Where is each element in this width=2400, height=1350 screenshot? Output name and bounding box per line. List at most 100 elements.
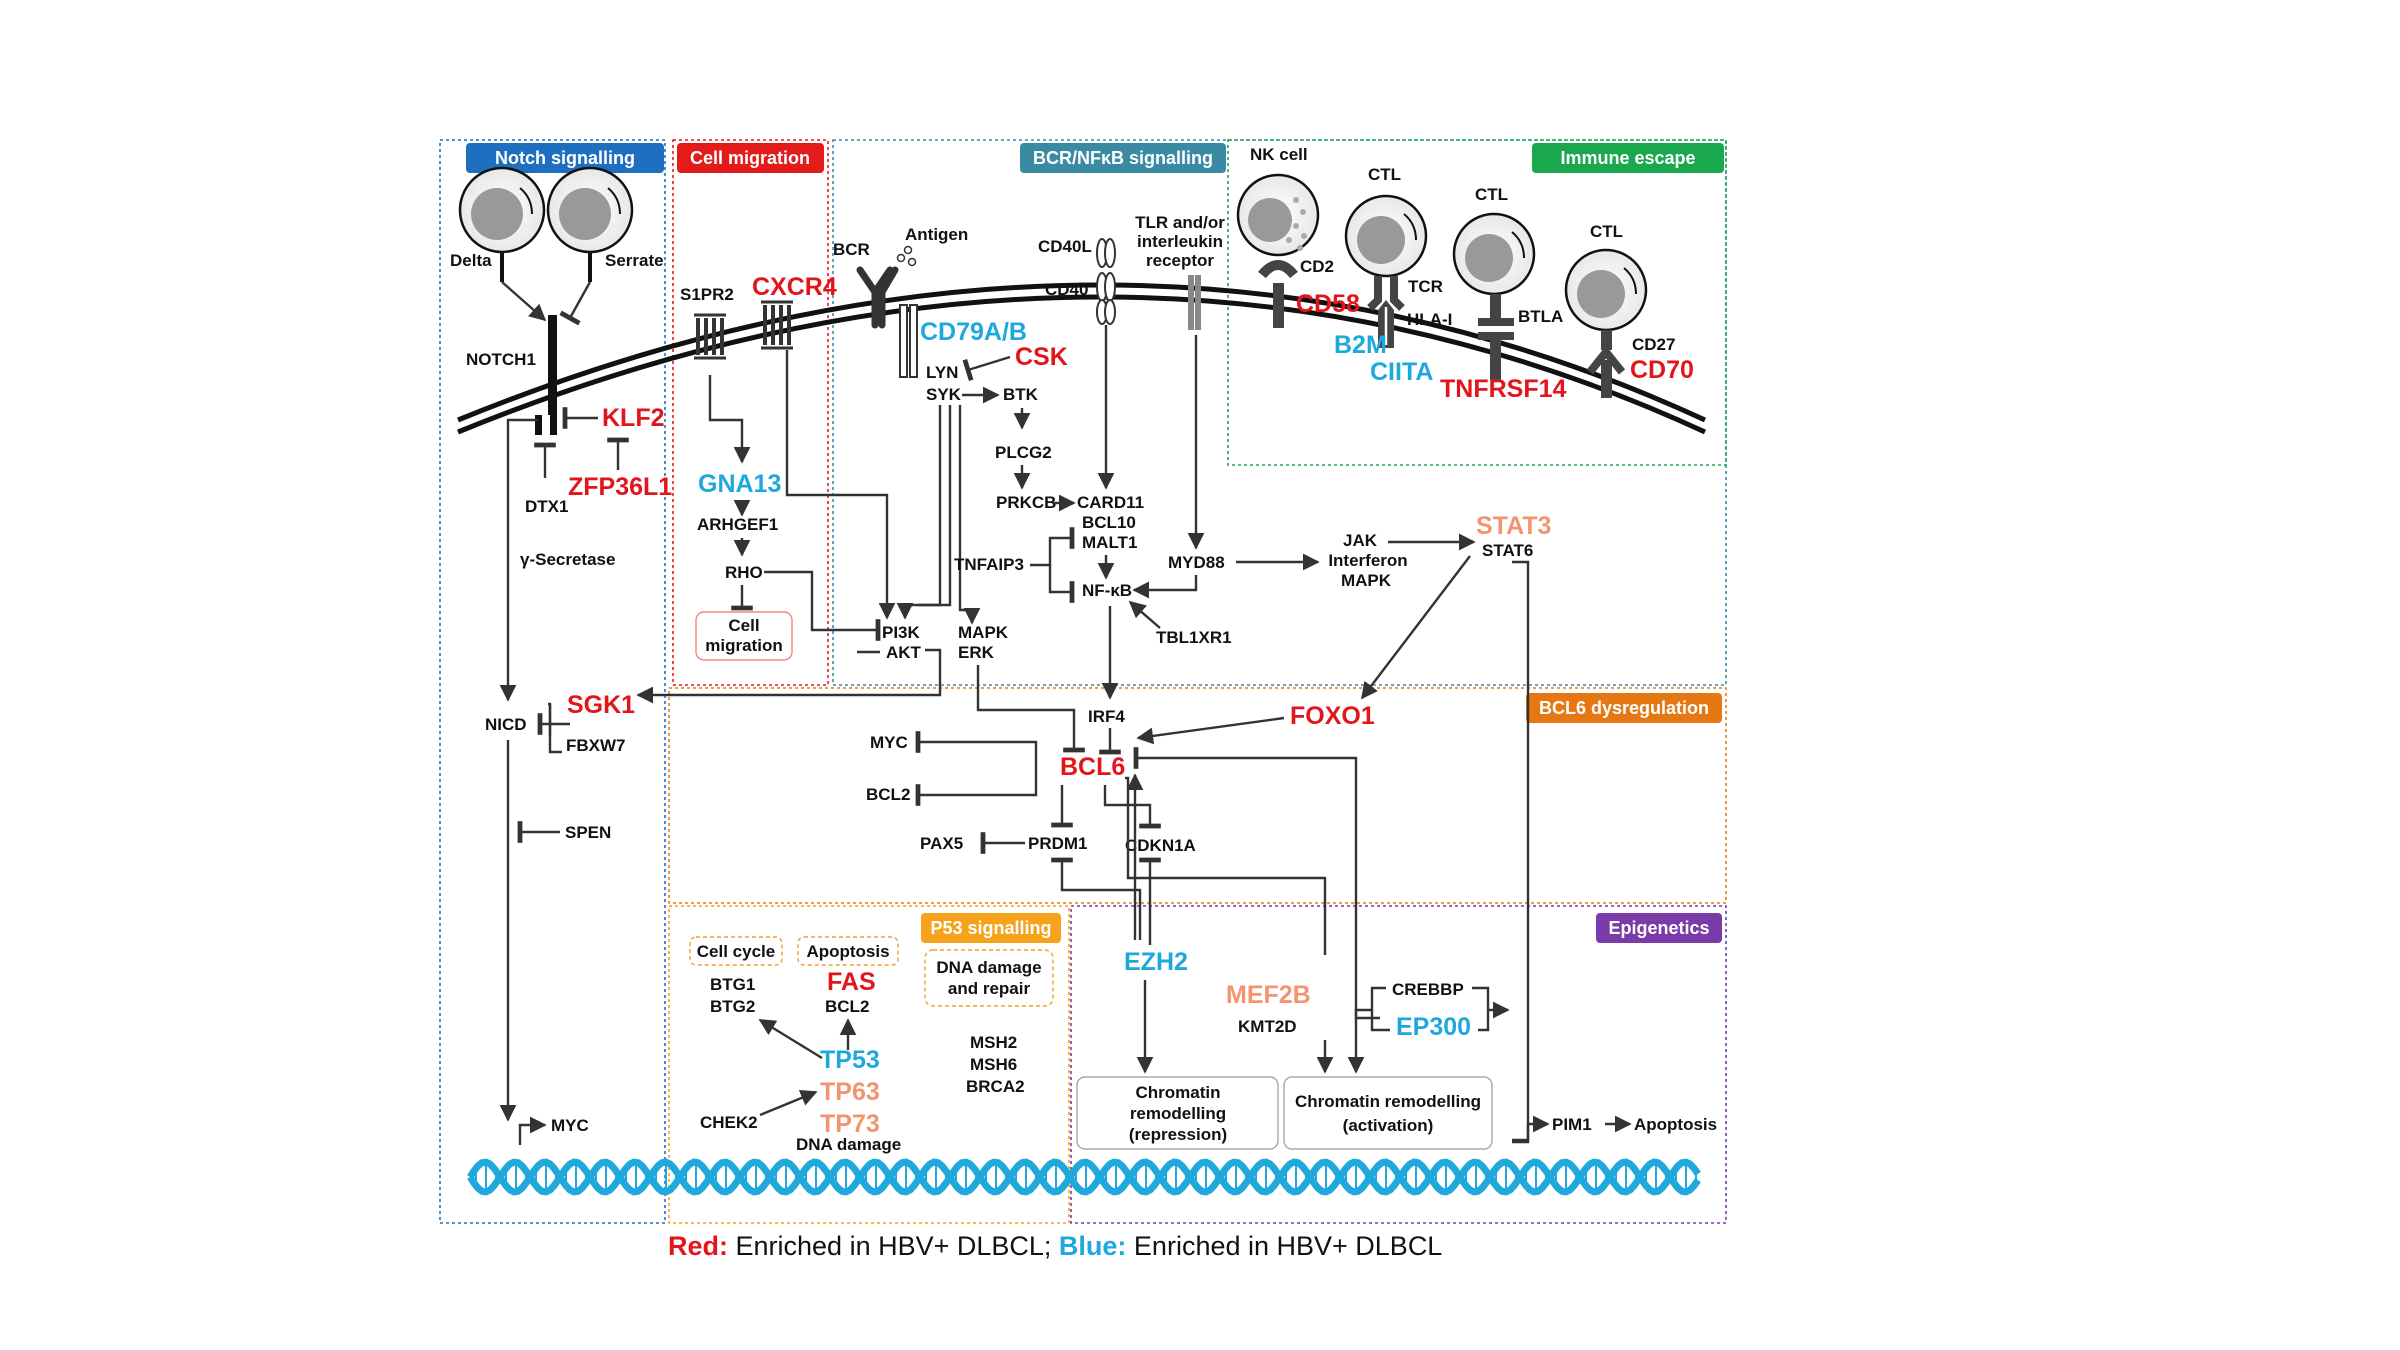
section-borders (439, 139, 1727, 1224)
pi3k-label: PI3K (882, 623, 921, 642)
foxo1-gene: FOXO1 (1290, 702, 1375, 730)
csk-gene: CSK (1015, 343, 1068, 371)
cd79-receptor (899, 304, 908, 378)
mapk2-label: MAPK (1341, 571, 1392, 590)
dna-repair-label-1: DNA damage (936, 958, 1041, 977)
tp53-gene: TP53 (820, 1046, 880, 1074)
serrate-label: Serrate (605, 251, 664, 270)
cell-migration-box-l2: migration (705, 636, 782, 655)
cell-migration-box (695, 611, 793, 661)
chromatin-act-l1: Chromatin remodelling (1295, 1092, 1481, 1111)
cd70-gene: CD70 (1630, 356, 1694, 384)
legend-red-text: Enriched in HBV+ DLBCL; (728, 1231, 1059, 1261)
notch1-receptor (548, 315, 557, 415)
rho-label: RHO (725, 563, 763, 582)
btg2-label: BTG2 (710, 997, 755, 1016)
dna-helix (467, 1158, 1701, 1196)
malt1-label: MALT1 (1082, 533, 1137, 552)
msh6-label: MSH6 (970, 1055, 1017, 1074)
apoptosis-box-label: Apoptosis (806, 942, 889, 961)
bcr-label: BCR (833, 240, 870, 259)
interferon-label: Interferon (1328, 551, 1407, 570)
bcl2-p53-label: BCL2 (825, 997, 869, 1016)
b2m-gene: B2M (1334, 331, 1387, 359)
tp73-gene: TP73 (820, 1110, 880, 1138)
nfkb-label: NF-κB (1082, 581, 1132, 600)
prdm1-label: PRDM1 (1028, 834, 1088, 853)
btk-label: BTK (1003, 385, 1039, 404)
legend: Red: Enriched in HBV+ DLBCL; Blue: Enric… (668, 1231, 1442, 1261)
notch-header: Notch signalling (495, 148, 635, 168)
fbxw7-label: FBXW7 (566, 736, 626, 755)
antigen-label: Antigen (905, 225, 968, 244)
brca2-label: BRCA2 (966, 1077, 1025, 1096)
btg1-label: BTG1 (710, 975, 755, 994)
gna13-gene: GNA13 (698, 470, 781, 498)
btla-label: BTLA (1518, 307, 1563, 326)
s1pr2-receptor (696, 318, 724, 355)
cdkn1a-label: CDKN1A (1125, 836, 1196, 855)
stat6-label: STAT6 (1482, 541, 1533, 560)
myc-notch-label: MYC (551, 1116, 589, 1135)
p53-content: Cell cycle Apoptosis DNA damage and repa… (689, 936, 1054, 1154)
delta-label: Delta (450, 251, 492, 270)
dtx1-label: DTX1 (525, 497, 568, 516)
spen-label: SPEN (565, 823, 611, 842)
section-headers: Notch signalling Cell migration BCR/NFκB… (466, 143, 1724, 943)
tbl1xr1-label: TBL1XR1 (1156, 628, 1232, 647)
sgk1-gene: SGK1 (567, 691, 635, 719)
cd79ab-gene: CD79A/B (920, 318, 1027, 346)
akt-label: AKT (886, 643, 922, 662)
tlr-label-1: TLR and/or (1135, 213, 1225, 232)
cell-cycle-box (689, 936, 783, 966)
tcr-label: TCR (1408, 277, 1443, 296)
legend-blue-text: Enriched in HBV+ DLBCL (1126, 1231, 1442, 1261)
tnfaip3-label: TNFAIP3 (954, 555, 1024, 574)
chromatin-rep-l3: (repression) (1129, 1125, 1227, 1144)
nk-cell-label: NK cell (1250, 145, 1308, 164)
apoptosis-box (797, 936, 899, 966)
bcr-content: BCR Antigen CD79A/B CSK LYN SYK BTK PLCG… (636, 213, 1551, 1142)
cxcr4-gene: CXCR4 (752, 273, 837, 301)
chek2-label: CHEK2 (700, 1113, 758, 1132)
legend-red-key: Red: (668, 1231, 728, 1261)
migration-header: Cell migration (690, 148, 810, 168)
myc-label: MYC (870, 733, 908, 752)
dna-repair-label-2: and repair (948, 979, 1031, 998)
fas-gene: FAS (827, 968, 876, 996)
chromatin-rep-l1: Chromatin (1136, 1083, 1221, 1102)
cd40l-label: CD40L (1038, 237, 1092, 256)
bcl10-label: BCL10 (1082, 513, 1136, 532)
msh2-label: MSH2 (970, 1033, 1017, 1052)
crebbp-label: CREBBP (1392, 980, 1464, 999)
bcl6-section (668, 687, 1727, 904)
jak-label: JAK (1343, 531, 1378, 550)
hla-i-label: HLA-I (1407, 310, 1452, 329)
zfp36l1-gene: ZFP36L1 (568, 473, 672, 501)
cd2-label: CD2 (1300, 257, 1334, 276)
chromatin-rep-l2: remodelling (1130, 1104, 1226, 1123)
cd58-gene: CD58 (1296, 290, 1360, 318)
pax5-label: PAX5 (920, 834, 963, 853)
tnfrsf14-gene: TNFRSF14 (1440, 375, 1567, 403)
cd27-label: CD27 (1632, 335, 1675, 354)
ciita-gene: CIITA (1370, 358, 1433, 386)
immune-header: Immune escape (1560, 148, 1695, 168)
bcl6-gene: BCL6 (1060, 753, 1125, 781)
ctl-2-label: CTL (1475, 185, 1508, 204)
bcr-header: BCR/NFκB signalling (1033, 148, 1213, 168)
apoptosis-label: Apoptosis (1634, 1115, 1717, 1134)
notch-content: Delta Serrate NOTCH1 KLF2 ZFP36L1 DTX1 γ… (450, 166, 672, 1145)
bcl6-content: SGK1 IRF4 FOXO1 BCL6 MYC BCL2 PRDM1 PAX5… (567, 691, 1375, 985)
mapk-label: MAPK (958, 623, 1009, 642)
tlr-receptor (1188, 275, 1194, 330)
ezh2-gene: EZH2 (1124, 948, 1188, 976)
pim1-label: PIM1 (1552, 1115, 1592, 1134)
cell-migration-box-l1: Cell (728, 616, 759, 635)
epigenetics-content: EZH2 Chromatin remodelling (repression) … (1076, 948, 1717, 1150)
ep300-gene: EP300 (1396, 1013, 1471, 1041)
chromatin-act-l2: (activation) (1343, 1116, 1434, 1135)
stat3-gene: STAT3 (1476, 512, 1551, 540)
bcl6-header: BCL6 dysregulation (1539, 698, 1709, 718)
dna-damage-label: DNA damage (796, 1135, 901, 1154)
